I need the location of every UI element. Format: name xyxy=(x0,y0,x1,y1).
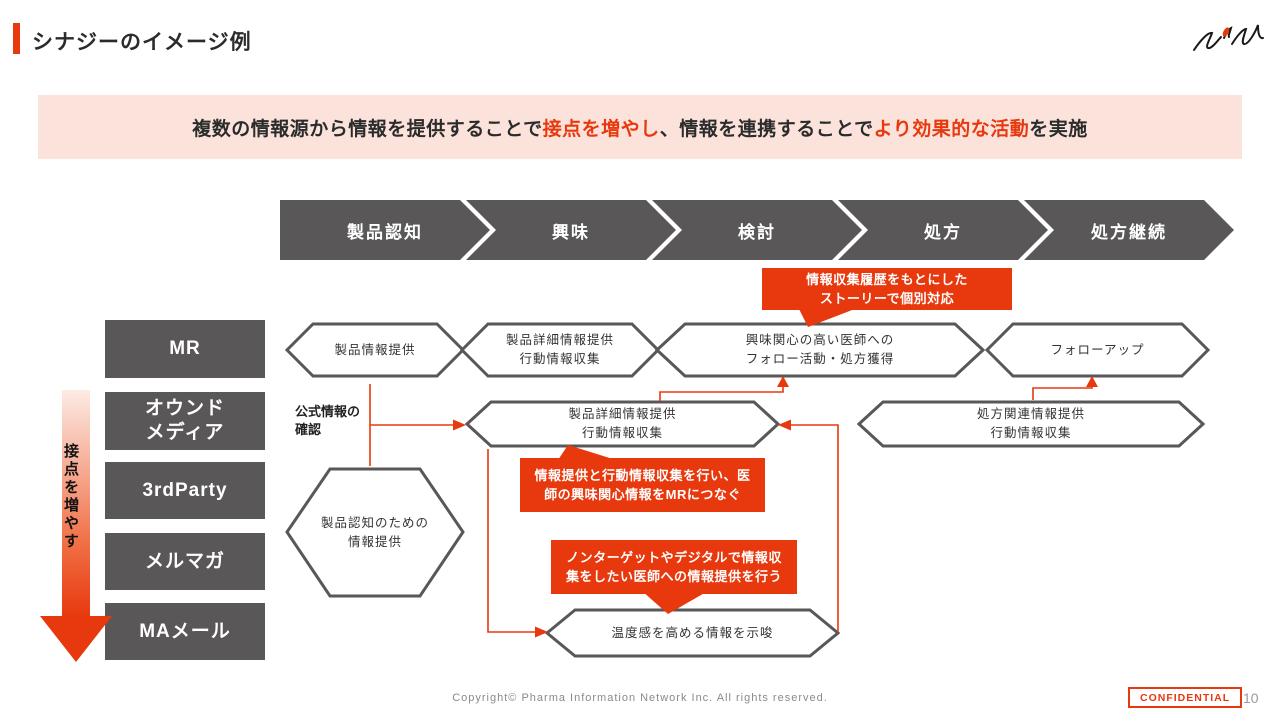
hexagon-label: 製品情報提供 xyxy=(334,342,416,357)
page-number: 10 xyxy=(1243,690,1259,706)
hexagon-product-info: 製品情報提供 xyxy=(285,322,465,378)
touchpoint-arrow-head xyxy=(40,616,112,662)
title-accent-bar xyxy=(13,23,20,54)
company-logo xyxy=(1188,16,1266,69)
funnel-stage-label: 処方継続 xyxy=(1091,222,1167,242)
page-title: シナジーのイメージ例 xyxy=(32,31,252,54)
callout-handoff-to-mr: 情報提供と行動情報収集を行い、医 師の興味関心情報をMRにつなぐ xyxy=(520,458,765,512)
hexagon-label: 処方関連情報提供 行動情報収集 xyxy=(976,407,1085,440)
banner-highlight: 接点を増やし xyxy=(542,118,660,140)
hexagon-mr-detail-info: 製品詳細情報提供 行動情報収集 xyxy=(460,322,660,378)
hexagon-label: 製品認知のための 情報提供 xyxy=(320,515,429,549)
funnel-stage-interest: 興味 xyxy=(466,200,676,260)
channel-3rd-party: 3rdParty xyxy=(105,462,265,519)
hexagon-ma-mail-suggest: 温度感を高める情報を示唆 xyxy=(545,608,840,658)
callout-history-story: 情報収集履歴をもとにした ストーリーで個別対応 xyxy=(762,268,1012,310)
funnel-stage-continuation: 処方継続 xyxy=(1024,200,1234,260)
copyright-text: Copyright© Pharma Information Network In… xyxy=(452,692,828,704)
banner-text: 複数の情報源から情報を提供することで xyxy=(192,118,543,140)
hexagon-follow-activity: 興味関心の高い医師への フォロー活動・処方獲得 xyxy=(655,322,985,378)
funnel-stage-consideration: 検討 xyxy=(652,200,862,260)
channel-mail-magazine: メルマガ xyxy=(105,533,265,590)
hexagon-label: 製品詳細情報提供 行動情報収集 xyxy=(505,333,614,366)
funnel-stage-awareness: 製品認知 xyxy=(280,200,490,260)
hexagon-label: 製品詳細情報提供 行動情報収集 xyxy=(568,407,677,440)
channel-owned-media: オウンド メディア xyxy=(105,392,265,450)
hexagon-prescription-info: 処方関連情報提供 行動情報収集 xyxy=(857,400,1205,448)
official-info-label: 公式情報の 確認 xyxy=(295,404,361,438)
hexagon-label: フォローアップ xyxy=(1050,342,1145,357)
hexagon-awareness-info: 製品認知のための 情報提供 xyxy=(285,467,465,598)
touchpoint-arrow-body xyxy=(62,390,90,618)
funnel-stage-prescription: 処方 xyxy=(838,200,1048,260)
funnel-stage-label: 処方 xyxy=(924,222,962,242)
funnel-stage-label: 興味 xyxy=(552,222,590,242)
confidential-badge: CONFIDENTIAL xyxy=(1128,687,1243,708)
touchpoint-axis-label: 接点を増やす xyxy=(62,443,79,551)
channel-ma-mail: MAメール xyxy=(105,603,265,660)
funnel-stage-label: 製品認知 xyxy=(347,222,423,242)
hexagon-label: 興味関心の高い医師への フォロー活動・処方獲得 xyxy=(745,333,895,366)
hexagon-label: 温度感を高める情報を示唆 xyxy=(611,625,774,640)
funnel-stage-label: 検討 xyxy=(738,222,776,242)
banner-text: を実施 xyxy=(1029,118,1088,140)
hexagon-follow-up: フォローアップ xyxy=(985,322,1210,378)
hexagon-owned-detail-info: 製品詳細情報提供 行動情報収集 xyxy=(465,400,780,448)
key-message-banner: 複数の情報源から情報を提供することで接点を増やし、情報を連携することでより効果的… xyxy=(38,95,1242,159)
banner-highlight: より効果的な活動 xyxy=(873,118,1030,140)
callout-nontarget-digital: ノンターゲットやデジタルで情報収 集をしたい医師への情報提供を行う xyxy=(551,540,797,594)
banner-text: 、情報を連携することで xyxy=(659,118,874,140)
channel-mr: MR xyxy=(105,320,265,378)
